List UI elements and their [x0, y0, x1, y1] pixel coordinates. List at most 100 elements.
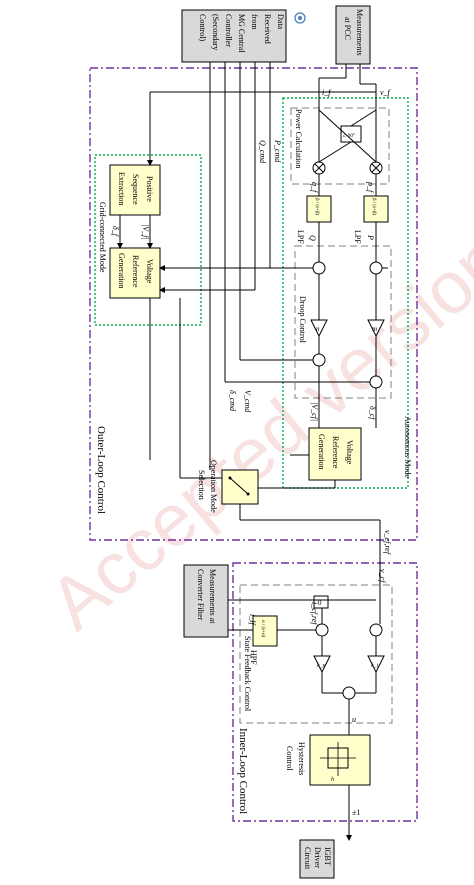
label-v-f-abs: |V_f| [141, 224, 150, 240]
vref-auto-line-3: Generation [317, 434, 326, 470]
vref-grid-line-1: Voltage [145, 259, 154, 284]
label-p: P [366, 234, 375, 240]
sum-inner-2 [369, 623, 383, 637]
outer-loop-title: Outer-Loop Control [95, 426, 107, 514]
label-i-lf: i_lf [248, 614, 257, 626]
positive-sequence-block: Positive Sequence Extraction [109, 164, 161, 216]
data-received-line-7: Control) [198, 14, 207, 41]
data-received-line-4: MG Central [237, 14, 246, 53]
label-hyst-h: h [331, 777, 334, 783]
sum-v [312, 353, 326, 367]
hpf-tf: α / (s+α) [260, 620, 265, 638]
label-kv: k_v [317, 663, 326, 669]
grid-connected-region [94, 154, 202, 326]
data-received-line-3: from [250, 14, 259, 30]
igbt-line-1: IGBT [323, 847, 332, 866]
zero-source [313, 595, 329, 609]
data-received-block: Data Received from MG Central Controller… [181, 9, 306, 63]
label-delta-f: δ_f [111, 226, 120, 238]
label-n: n [316, 325, 320, 333]
inner-loop-frame [232, 562, 418, 822]
label-i-cf-ref: i_cf,ref [310, 602, 319, 626]
lpf-q-label: LPF [296, 230, 305, 244]
measurements-filter-block: Measurements at Converter Filter [183, 564, 229, 638]
label-p-cmd: P_cmd [273, 139, 282, 163]
droop-control-region [294, 245, 392, 399]
label-q-cmd: Q_cmd [258, 140, 267, 164]
measurements-pcc-line-2: at PCC [343, 17, 352, 40]
label-v-cf-ref: v_cf,ref [383, 530, 392, 556]
igbt-line-2: Driver [313, 847, 322, 868]
operation-mode-switch [221, 469, 259, 505]
vref-generation-grid: Voltage Reference Generation [109, 247, 161, 299]
measurements-pcc-line-1: Measurements [355, 9, 364, 56]
signal-labels: i_f v_f P_cmd Q_cmd V_cmd δ_cmd v_cf,ref… [111, 88, 392, 817]
hysteresis-block [309, 734, 371, 786]
state-feedback-title: State Feedback Control [243, 636, 252, 712]
data-received-line-5: Controller [224, 14, 233, 47]
hpf-label: HPF [249, 650, 258, 665]
multiplier-q [312, 161, 326, 175]
vref-auto-line-1: Voltage [345, 440, 354, 465]
phase-shift-label: ∠-90° [342, 133, 355, 139]
power-calculation-region [290, 107, 390, 185]
label-q: Q [308, 235, 317, 241]
data-received-line-1: Data [276, 14, 285, 30]
pos-seq-line-2: Sequence [131, 174, 140, 205]
label-delta-cmd: δ_cmd [228, 390, 237, 412]
label-p-f: p_f [366, 181, 375, 194]
outer-loop-frame [89, 67, 418, 541]
pos-seq-line-1: Positive [145, 176, 154, 202]
autonomous-mode-title: Autonomous Mode [403, 416, 412, 478]
lpf-q-block: β / (s+β) [306, 195, 332, 223]
label-v-cf-abs: |V_cf| [310, 402, 319, 421]
hpf-block: α / (s+α) [252, 615, 278, 647]
grid-connected-title: Grid-connected Mode [98, 202, 107, 273]
droop-control-title: Droop Control [298, 296, 307, 344]
op-mode-line-2: Selection [197, 470, 206, 500]
label-u: u [352, 715, 356, 724]
label-v-cmd: V_cmd [243, 390, 252, 413]
wires [117, 62, 388, 841]
lpf-p-tf: β / (s+β) [371, 198, 376, 215]
lpf-p-label: LPF [353, 230, 362, 244]
label-q-f: q_f [310, 182, 319, 194]
vref-grid-line-3: Generation [117, 253, 126, 289]
lpf-q-tf: β / (s+β) [314, 198, 319, 215]
vref-auto-line-2: Reference [331, 436, 340, 469]
label-i-f: i_f [322, 88, 332, 97]
label-v-cf: v_cf [378, 569, 387, 584]
data-received-line-2: Received [263, 14, 272, 44]
sum-q-1 [312, 261, 326, 275]
power-calculation-title: Power Calculation [294, 109, 303, 168]
label-pm1: ±1 [352, 808, 360, 817]
hysteresis-line-2: Control [285, 746, 294, 771]
multiplier-p [369, 161, 383, 175]
antenna-icon [294, 12, 306, 24]
vref-grid-line-2: Reference [131, 255, 140, 288]
sum-inner-3 [342, 686, 356, 700]
lpf-p-block: β / (s+β) [363, 195, 389, 223]
measurements-filter-line-2: Converter Filter [196, 569, 205, 621]
sum-delta [369, 375, 383, 389]
data-received-line-6: (Secondary [211, 14, 220, 50]
igbt-line-3: Circuit [303, 847, 312, 870]
label-zero: 0 [318, 599, 322, 607]
label-v-f: v_f [380, 88, 392, 97]
inner-loop-title: Inner-Loop Control [237, 728, 249, 814]
state-feedback-region [239, 584, 393, 724]
hysteresis-line-1: Hysteresis [297, 742, 306, 775]
op-mode-line-1: Operation Mode [209, 460, 218, 513]
label-ki: k_i [371, 663, 379, 669]
sum-p-1 [369, 261, 383, 275]
measurements-filter-line-1: Measurements at [208, 569, 217, 624]
label-delta-cf: δ_cf [368, 406, 377, 421]
pos-seq-line-3: Extraction [117, 172, 126, 205]
measurements-pcc-block: Measurements at PCC [335, 5, 371, 65]
autonomous-mode-region [282, 97, 409, 489]
vref-generation-autonomous: Voltage Reference Generation [308, 427, 362, 481]
igbt-block: IGBT Driver Circuit [299, 839, 335, 879]
label-m: m [372, 325, 377, 333]
sum-inner-1 [315, 623, 329, 637]
